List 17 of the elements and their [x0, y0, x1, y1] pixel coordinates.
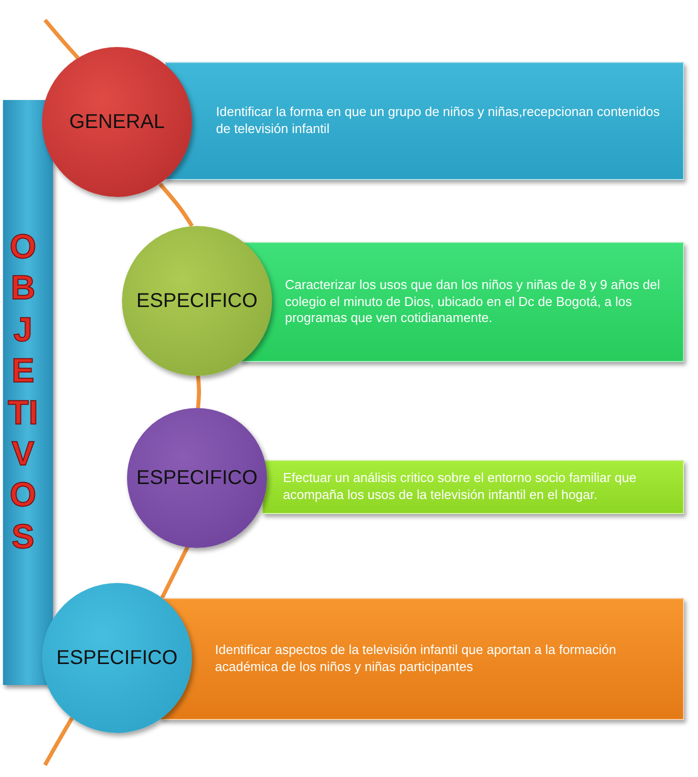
- category-label: ESPECIFICO: [136, 466, 258, 490]
- category-label: ESPECIFICO: [136, 290, 258, 312]
- vertical-title: OBJETIVOS: [6, 226, 40, 558]
- connector-line: [196, 374, 201, 408]
- category-label: GENERAL: [69, 110, 165, 134]
- objective-text: Identificar la forma en que un grupo de niños y niñas,recepcionan contenidos de televisión infantil: [216, 104, 661, 138]
- connector-line: [43, 18, 80, 60]
- objective-banner: [262, 460, 684, 514]
- connector-line: [43, 717, 74, 766]
- objective-text: Efectuar un análisis critico sobre el entorno socio familiar que acompaña los usos de la televisión infantil en el hogar.: [283, 470, 638, 504]
- category-label: ESPECIFICO: [56, 646, 178, 670]
- objective-text: Identificar aspectos de la televisión infantil que aportan a la formación académica de los niños y niñas participantes: [215, 642, 618, 676]
- objective-banner: [165, 62, 684, 180]
- objective-text: Caracterizar los usos que dan los niños y niñas de 8 y 9 años del colegio el minuto de Dios, ubicado en el Dc de Bogotá, a los programas que ven cotidianamente.: [285, 276, 662, 328]
- connector-line: [160, 545, 190, 599]
- title-bar: [3, 100, 53, 685]
- connector-line: [158, 182, 194, 228]
